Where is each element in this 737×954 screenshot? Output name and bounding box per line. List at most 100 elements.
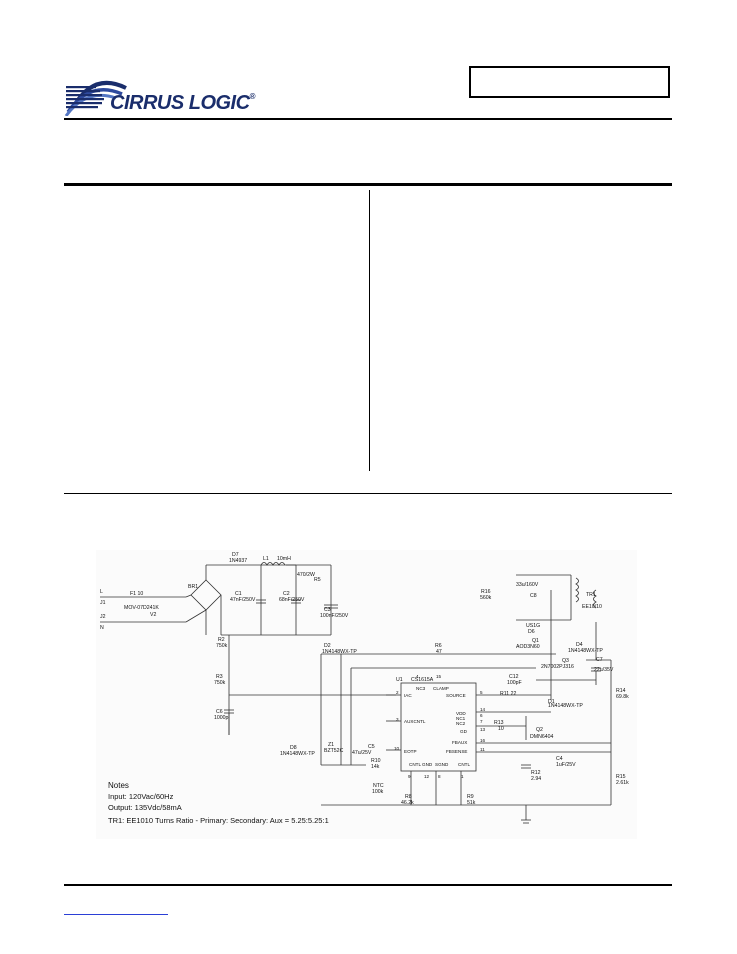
logo-text: CIRRUS LOGIC (110, 92, 250, 114)
label-c5: C5 (368, 744, 375, 750)
pin-nc3: NC3 (416, 686, 426, 691)
label-q2: Q2 (536, 727, 543, 733)
label-d6-part: US1G (526, 623, 540, 629)
pin-cntl: CNTL (409, 762, 421, 767)
pin-gnd: GND (422, 762, 433, 767)
notes-output: Output: 135Vdc/58mA (108, 803, 182, 812)
pin-num-5: 5 (480, 690, 483, 695)
pin-nc2: NC2 (456, 721, 466, 726)
label-c3: C3 (324, 607, 331, 613)
schematic-diagram: D7 1N4937 L1 10mH BR1 F1 10 L J1 J2 N MO… (96, 550, 637, 839)
label-c4-val: 1uF/25V (556, 762, 576, 768)
label-r15: R15 (616, 774, 626, 780)
label-r2-val: 750k (216, 643, 228, 649)
label-c2-val: 68nF/250V (279, 597, 305, 603)
label-r10-val: 14k (371, 764, 380, 770)
header-rule (64, 118, 672, 120)
label-l1-val: 10mH (277, 556, 291, 562)
label-n: N (100, 625, 104, 631)
label-f1: F1 10 (130, 591, 143, 597)
label-q1: Q1 (532, 638, 539, 644)
registered-mark: ® (249, 92, 256, 101)
label-c8-val: 33u/160V (516, 582, 539, 588)
label-d7-part: 1N4937 (229, 558, 247, 564)
label-c1-val: 47nF/250V (230, 597, 256, 603)
column-divider (369, 190, 370, 471)
label-r15-val: 2.61k (616, 780, 629, 786)
label-tr1: TR1 (586, 592, 596, 598)
label-j2: J2 (100, 614, 106, 620)
label-r9-val: 51k (467, 800, 476, 806)
label-r5-val: 470/2W (297, 572, 315, 578)
label-r14-val: 69.8k (616, 694, 629, 700)
pin-num-8: 8 (438, 774, 441, 779)
label-tr1-part: EE10/10 (582, 604, 602, 610)
label-c7-val: 22u/35V (594, 667, 614, 673)
label-r2: R2 (218, 637, 225, 643)
label-q3-part: 2N7002PJ316 (541, 664, 574, 670)
label-r12-val: 2.94 (531, 776, 541, 782)
pin-fbaux: FBAUX (452, 740, 467, 745)
label-c6: C6 (216, 709, 223, 715)
pin-num-6: 6 (480, 713, 483, 718)
label-r13-val: 10 (498, 726, 504, 732)
label-r8: R8 (405, 794, 412, 800)
pin-num-16: 16 (480, 738, 486, 743)
label-r6: R6 (435, 643, 442, 649)
pin-num-11: 11 (480, 747, 485, 752)
pin-iac: IAC (404, 693, 412, 698)
label-r3: R3 (216, 674, 223, 680)
logo-wordmark: CIRRUS LOGIC® (110, 92, 256, 115)
label-z1: Z1 (328, 742, 334, 748)
logo-swoosh-icon (64, 80, 127, 116)
label-l: L (100, 589, 103, 595)
cirrus-logic-logo (64, 76, 284, 116)
pin-sgnd: SGND (435, 762, 449, 767)
label-c7: C7 (596, 657, 603, 663)
label-c1: C1 (235, 591, 242, 597)
pin-clamp: CLAMP (433, 686, 449, 691)
label-c4: C4 (556, 756, 563, 762)
pin-vdd: VDD (456, 711, 466, 716)
section-rule (64, 493, 672, 494)
label-d6: D6 (528, 629, 535, 635)
label-r10: R10 (371, 758, 381, 764)
footer-link[interactable] (64, 914, 168, 915)
label-c12-val: 100pF (507, 680, 522, 686)
label-c12: C12 (509, 674, 519, 680)
label-d4: D4 (576, 642, 583, 648)
label-d2-part: 1N4148WX-TP (322, 649, 357, 655)
pin-num-13: 13 (480, 727, 486, 732)
label-q3: Q3 (562, 658, 569, 664)
label-q1-part: AOD3N60 (516, 644, 540, 650)
label-v2: V2 (150, 612, 156, 618)
label-r12: R12 (531, 770, 541, 776)
pin-gd: GD (460, 729, 468, 734)
pin-source: SOURCE (446, 693, 466, 698)
pin-fbsense: FBSENSE (446, 749, 467, 754)
label-r6-val: 47 (436, 649, 442, 655)
label-z1-part: BZT52C (324, 748, 344, 754)
label-u1: U1 (396, 677, 403, 683)
label-d7: D7 (232, 552, 239, 558)
notes-input: Input: 120Vac/60Hz (108, 792, 174, 801)
pin-num-14: 14 (480, 707, 486, 712)
pin-num-7: 7 (480, 719, 483, 724)
title-rule (64, 183, 672, 186)
label-br1: BR1 (188, 584, 198, 590)
label-d1: D1 (548, 699, 555, 705)
label-l1: L1 (263, 556, 269, 562)
label-d4-part: 1N4148WX-TP (568, 648, 603, 654)
label-r9: R9 (467, 794, 474, 800)
label-c6-val: 1000p (214, 715, 229, 721)
pin-num-9: 9 (408, 774, 411, 779)
label-u1-part: CS1615A (411, 677, 434, 683)
label-d2: D2 (324, 643, 331, 649)
label-r11: R11 22 (500, 691, 516, 697)
label-r8-val: 46.2k (401, 800, 414, 806)
label-c2: C2 (283, 591, 290, 597)
label-d8: D8 (290, 745, 297, 751)
pin-num-12: 12 (424, 774, 430, 779)
label-ntc: NTC (373, 783, 384, 789)
part-number-box (469, 66, 670, 98)
